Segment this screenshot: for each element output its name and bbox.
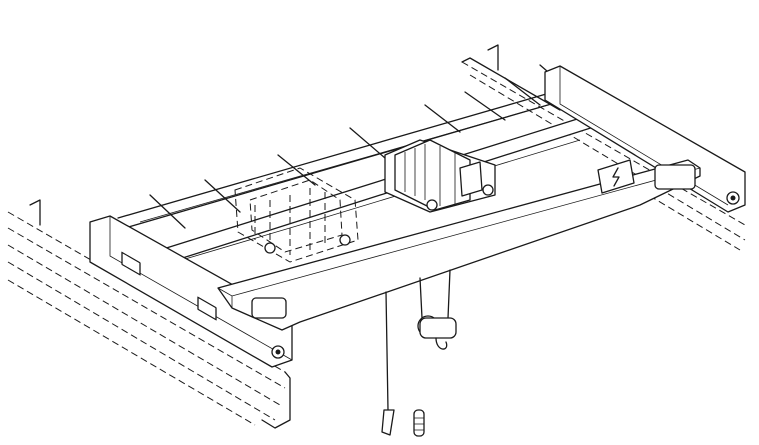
end-plate-slot [197, 296, 217, 321]
trolley-outline-dashed [234, 167, 359, 263]
hook [413, 409, 425, 437]
walkway [117, 64, 566, 229]
hook-assembly [381, 269, 457, 437]
travel-motor-right [654, 164, 696, 190]
lightning-icon [612, 167, 620, 187]
front-girder [217, 159, 701, 331]
hoist-trolley [384, 139, 496, 213]
travel-motor-left [251, 297, 287, 319]
end-plate-slot [121, 251, 141, 276]
right-runway-beam [461, 44, 746, 251]
pendant-control [381, 409, 395, 436]
